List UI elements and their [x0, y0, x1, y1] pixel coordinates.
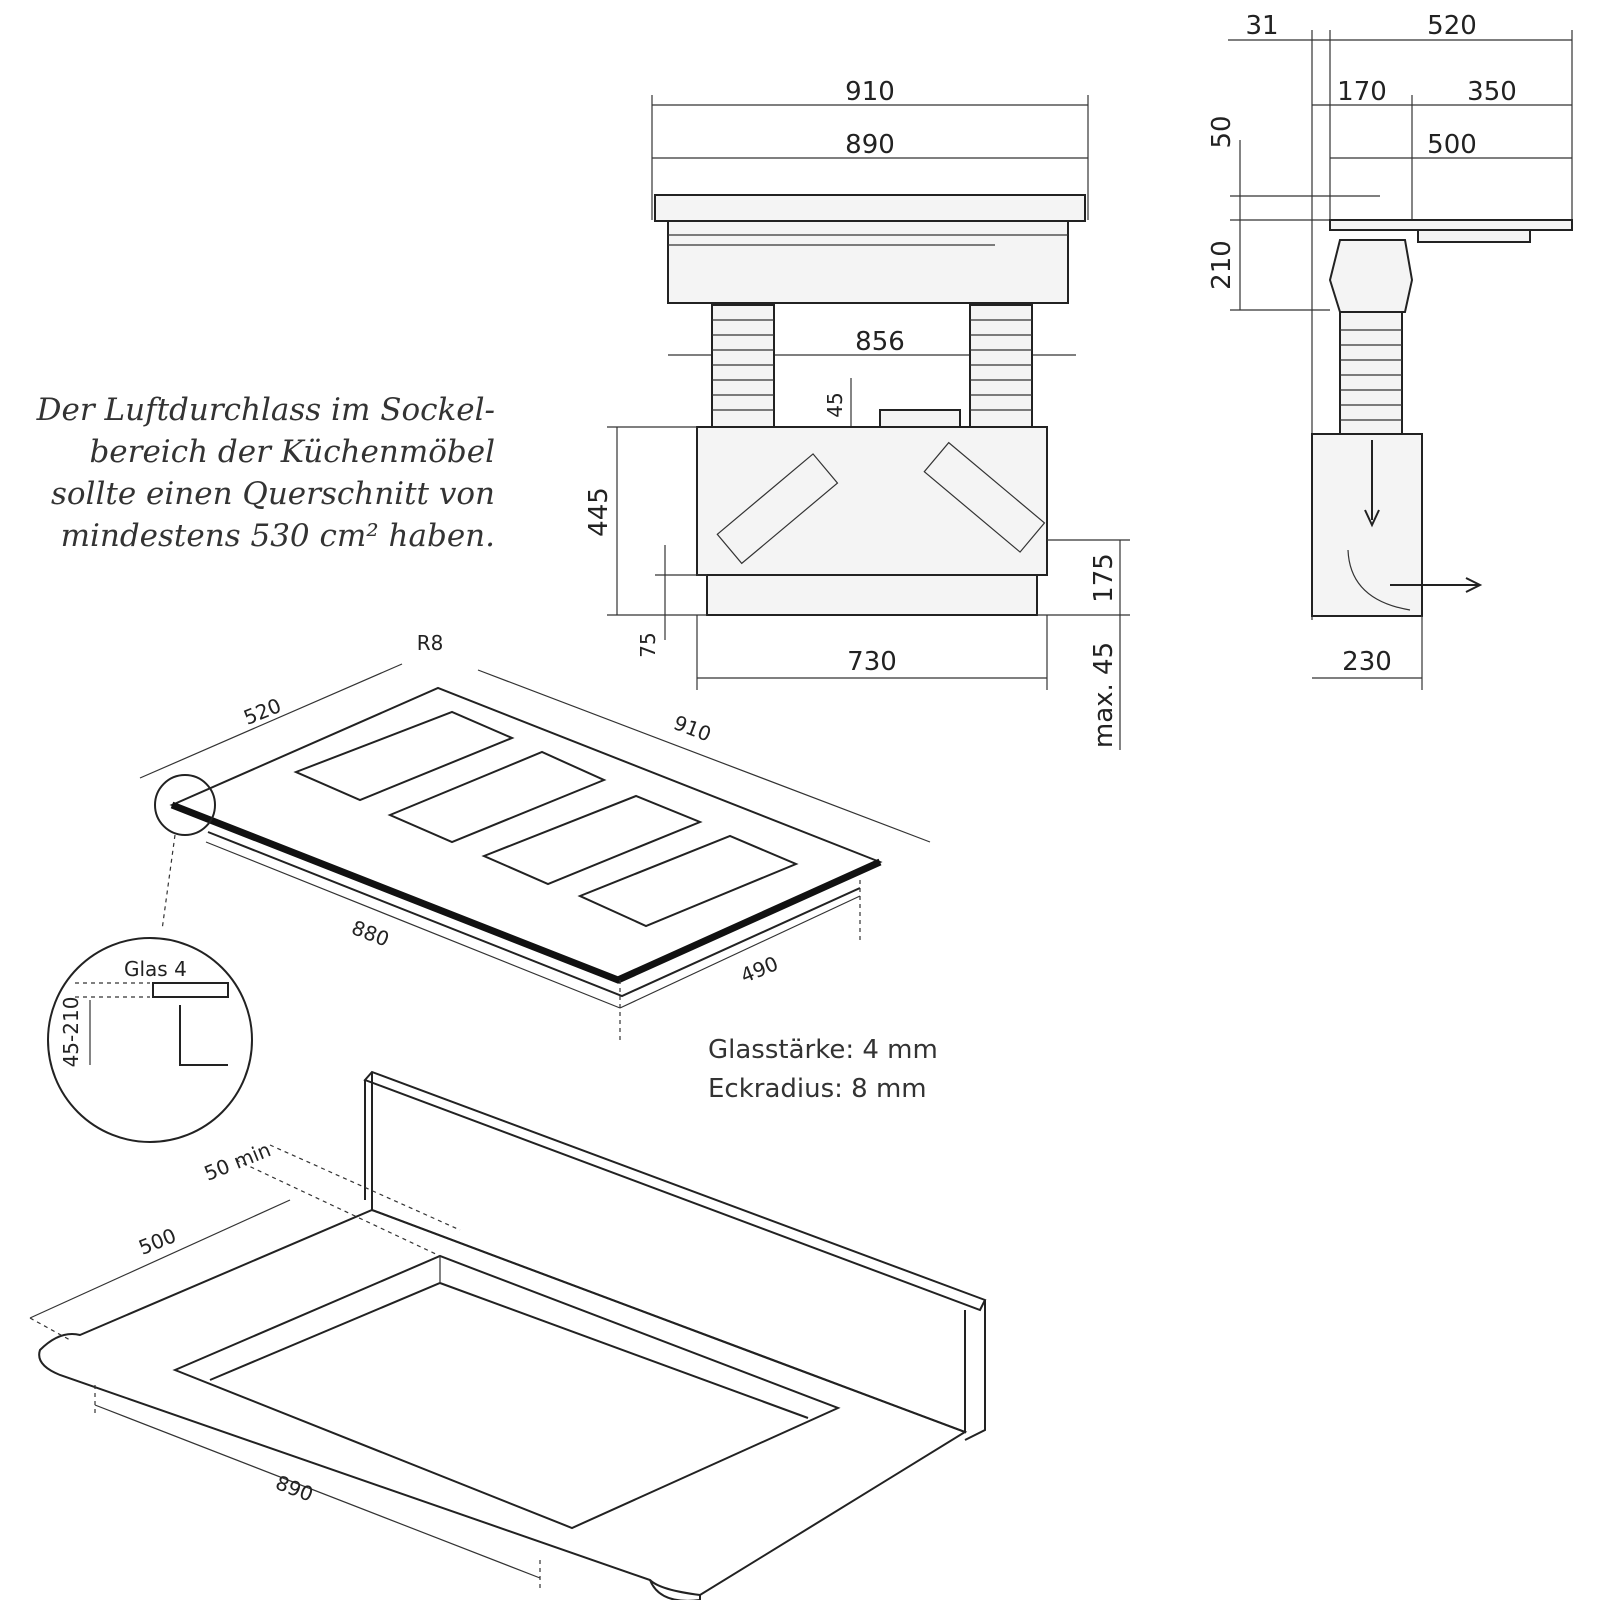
duct-right — [969, 304, 1033, 428]
side-hob-glass — [1329, 219, 1573, 231]
spec-corner-radius: Eckradius: 8 mm — [708, 1074, 927, 1104]
detail-glass: Glas 4 — [124, 957, 187, 981]
dim-520-hob: 520 — [240, 693, 284, 730]
specs: Glasstärke: 4 mm Eckradius: 8 mm — [708, 1035, 938, 1104]
hob-isometric: 520 910 R8 880 490 Glas 4 45-210 — [47, 631, 931, 1143]
dim-730: 730 — [847, 647, 897, 677]
zone-1 — [293, 710, 515, 802]
dim-500-cutout: 500 — [135, 1223, 179, 1260]
dim-75: 75 — [636, 632, 660, 657]
dim-890: 890 — [845, 130, 895, 160]
radius-r8: R8 — [417, 631, 444, 655]
note-line-1: Der Luftdurchlass im Sockel- — [36, 392, 495, 428]
side-hood-unit — [1328, 239, 1414, 313]
dim-210: 210 — [1207, 240, 1237, 290]
ventilation-note: Der Luftdurchlass im Sockel- bereich der… — [36, 392, 495, 554]
note-line-4: mindestens 530 cm² haben. — [61, 518, 495, 554]
dim-520-side: 520 — [1427, 11, 1477, 41]
dim-170: 170 — [1337, 77, 1387, 107]
note-line-2: bereich der Küchenmöbel — [89, 434, 495, 470]
dim-175: 175 — [1089, 553, 1119, 603]
fan-base — [706, 574, 1038, 616]
top-filter — [879, 409, 961, 428]
zone-4 — [577, 834, 799, 928]
side-view: 31 520 170 350 500 50 210 230 — [1207, 11, 1573, 690]
dim-50-min: 50 min — [201, 1137, 274, 1185]
hob-body — [667, 220, 1069, 304]
note-line-3: sollte einen Querschnitt von — [51, 476, 495, 512]
side-duct — [1339, 311, 1403, 435]
dim-880: 880 — [348, 915, 392, 951]
detail-marker — [154, 774, 216, 836]
dim-50: 50 — [1207, 115, 1237, 148]
dim-910: 910 — [845, 77, 895, 107]
dim-490: 490 — [737, 951, 781, 988]
dim-890-cutout: 890 — [272, 1470, 316, 1506]
zone-3 — [481, 794, 703, 886]
dim-350: 350 — [1467, 77, 1517, 107]
side-fan-box — [1311, 433, 1423, 617]
dim-910-hob: 910 — [670, 710, 714, 746]
zone-2 — [387, 750, 607, 844]
cutout-isometric: 50 min 500 890 — [29, 1070, 987, 1600]
dim-45-gap: 45 — [823, 392, 847, 417]
dim-230: 230 — [1342, 647, 1392, 677]
dim-31: 31 — [1245, 11, 1278, 41]
dim-856: 856 — [855, 327, 905, 357]
dim-445: 445 — [584, 487, 614, 537]
dim-500-side: 500 — [1427, 130, 1477, 160]
dim-max-45: max. 45 — [1089, 642, 1119, 748]
hob-glass — [654, 194, 1086, 222]
spec-glass-thickness: Glasstärke: 4 mm — [708, 1035, 938, 1065]
detail-circle — [47, 937, 253, 1143]
detail-range: 45-210 — [59, 997, 83, 1068]
duct-left — [711, 304, 775, 428]
cutout-opening — [172, 1254, 841, 1530]
front-view: 910 890 856 45 — [584, 77, 1130, 750]
fan-box — [696, 426, 1048, 576]
countertop — [38, 1208, 968, 1597]
